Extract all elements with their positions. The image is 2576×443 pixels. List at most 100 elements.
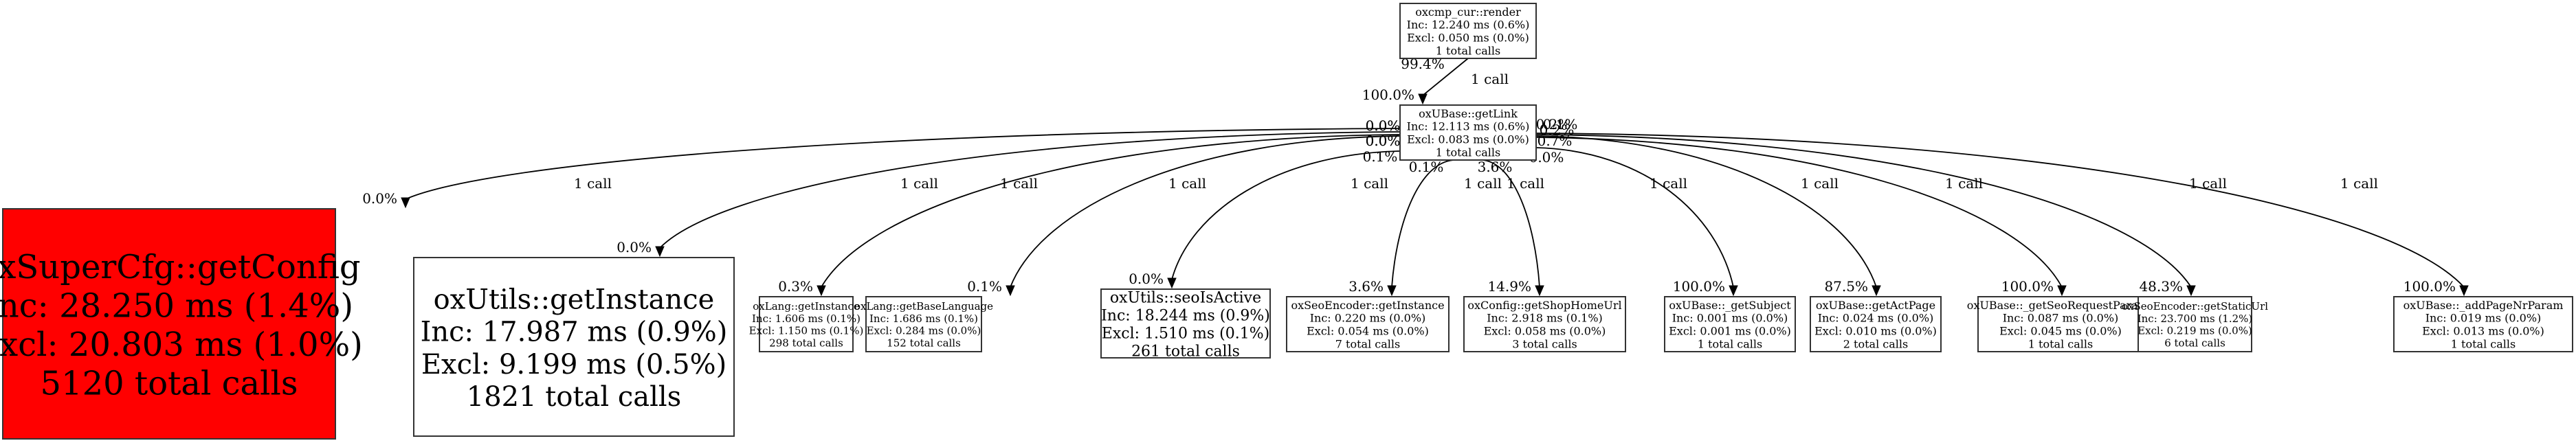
edge-getLink-to-getConfig: 1 call 0.0% 0.0% <box>362 117 1401 209</box>
node-exclusive-time: Excl: 0.045 ms (0.0%) <box>1999 325 2122 338</box>
node-box <box>1810 296 1942 352</box>
edge-call-label: 1 call <box>2340 175 2378 192</box>
node-function-name: oxUBase::_getSeoRequestParams <box>1967 299 2154 312</box>
node-function-name: oxUBase::_getSubject <box>1669 299 1791 312</box>
edge-tail-percent: 0.2% <box>1540 122 1575 138</box>
edge-line <box>1171 150 1401 280</box>
node-total-calls: 298 total calls <box>769 337 843 349</box>
node-box <box>2 208 336 440</box>
edge-call-label: 1 call <box>1000 175 1038 192</box>
node-inclusive-time: Inc: 2.918 ms (0.1%) <box>1487 312 1603 325</box>
edge-head-percent: 48.3% <box>2139 278 2183 295</box>
node-box <box>1399 3 1537 59</box>
edge-call-label: 1 call <box>1801 175 1839 192</box>
edge-getLink-to-seoGetInstance: 1 call 0.1% 3.6% <box>1348 159 1502 297</box>
node-inclusive-time: Inc: 12.113 ms (0.6%) <box>1407 120 1530 133</box>
node-box <box>2393 296 2573 352</box>
node-function-name: oxcmp_cur::render <box>1415 5 1521 19</box>
node-box <box>1463 296 1626 352</box>
node-box <box>1100 288 1271 359</box>
arrowhead-icon <box>1006 285 1015 297</box>
arrowhead-icon <box>1535 285 1544 297</box>
edge-call-label: 1 call <box>1351 175 1388 192</box>
node-total-calls: 1 total calls <box>2028 337 2093 350</box>
edge-line <box>1010 135 1401 288</box>
edge-head-percent: 100.0% <box>1673 278 1725 295</box>
edge-getLink-to-utilsGetInstance: 1 call 0.0% 0.0% <box>617 117 1400 258</box>
edge-head-percent: 0.0% <box>617 239 652 255</box>
edge-line <box>1482 159 1540 288</box>
node-box <box>1977 296 2144 352</box>
node-total-calls: 1821 total calls <box>467 381 681 413</box>
node-inclusive-time: Inc: 28.250 ms (1.4%) <box>0 286 353 325</box>
node-exclusive-time: Excl: 0.050 ms (0.0%) <box>1407 32 1529 45</box>
edge-tail-percent: 0.2% <box>1536 116 1571 133</box>
node-box <box>2138 296 2252 352</box>
node-total-calls: 6 total calls <box>2164 337 2225 349</box>
node-box <box>1664 296 1796 352</box>
node-total-calls: 1 total calls <box>1436 146 1500 159</box>
edge-call-label: 1 call <box>574 175 612 192</box>
node-inclusive-time: Inc: 18.244 ms (0.9%) <box>1101 307 1270 324</box>
edge-line <box>405 128 1401 200</box>
node-exclusive-time: Excl: 1.150 ms (0.1%) <box>749 325 864 337</box>
node-total-calls: 152 total calls <box>887 337 961 349</box>
node-box <box>1286 296 1450 352</box>
node-exclusive-time: Excl: 0.083 ms (0.0%) <box>1407 133 1529 146</box>
node-exclusive-time: Excl: 9.199 ms (0.5%) <box>421 349 726 380</box>
edge-head-percent: 100.0% <box>1362 87 1414 103</box>
node-function-name: oxSeoEncoder::getStaticUrl <box>2122 300 2268 313</box>
node-function-name: oxUBase::getActPage <box>1816 299 1935 312</box>
node-exclusive-time: Excl: 0.010 ms (0.0%) <box>1814 325 1937 338</box>
node-inclusive-time: Inc: 1.606 ms (0.1%) <box>752 313 860 325</box>
edge-line <box>1535 137 2063 288</box>
node-exclusive-time: Excl: 0.054 ms (0.0%) <box>1307 325 1429 338</box>
edge-line <box>1535 134 2192 288</box>
node-exclusive-time: Excl: 1.510 ms (0.1%) <box>1102 325 1269 342</box>
edge-call-label: 1 call <box>1464 175 1502 192</box>
edge-tail-percent: 3.6% <box>1478 159 1513 175</box>
node-function-name: oxUtils::seoIsActive <box>1110 289 1261 306</box>
node-total-calls: 5120 total calls <box>41 365 298 403</box>
edge-line <box>1422 58 1469 96</box>
node-function-name: oxSuperCfg::getConfig <box>0 248 361 286</box>
edge-call-label: 1 call <box>1168 175 1206 192</box>
edge-tail-percent: 0.0% <box>1366 117 1401 134</box>
arrowhead-icon <box>1387 285 1397 297</box>
node-function-name: oxLang::getBaseLanguage <box>854 300 993 313</box>
node-inclusive-time: Inc: 0.220 ms (0.0%) <box>1310 312 1426 325</box>
arrowhead-icon <box>1167 277 1177 289</box>
edge-tail-percent: 0.1% <box>1409 159 1444 175</box>
arrowhead-icon <box>1872 285 1881 297</box>
edge-head-percent: 3.6% <box>1348 278 1384 295</box>
node-total-calls: 1 total calls <box>2451 337 2516 350</box>
edge-head-percent: 0.0% <box>362 190 397 207</box>
node-function-name: oxUBase::_addPageNrParam <box>2403 299 2564 312</box>
edge-head-percent: 100.0% <box>2403 278 2456 295</box>
arrowhead-icon <box>401 197 410 209</box>
arrowhead-icon <box>1418 93 1428 105</box>
node-total-calls: 1 total calls <box>1436 44 1500 57</box>
edge-call-label: 1 call <box>1471 71 1509 87</box>
